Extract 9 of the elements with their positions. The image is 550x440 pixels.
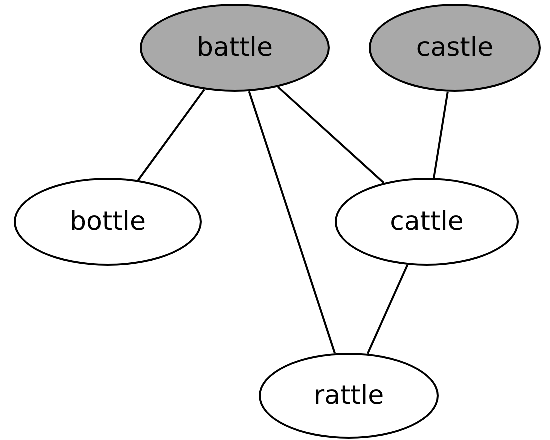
node-label: castle [416,33,494,63]
node-label: battle [196,33,274,63]
connector-line [433,92,449,178]
node-label: bottle [70,207,146,237]
node-label: rattle [314,381,384,411]
connector-line [138,89,206,181]
connector-line [278,86,385,184]
node-label: cattle [390,207,464,237]
connector-line [248,91,336,354]
